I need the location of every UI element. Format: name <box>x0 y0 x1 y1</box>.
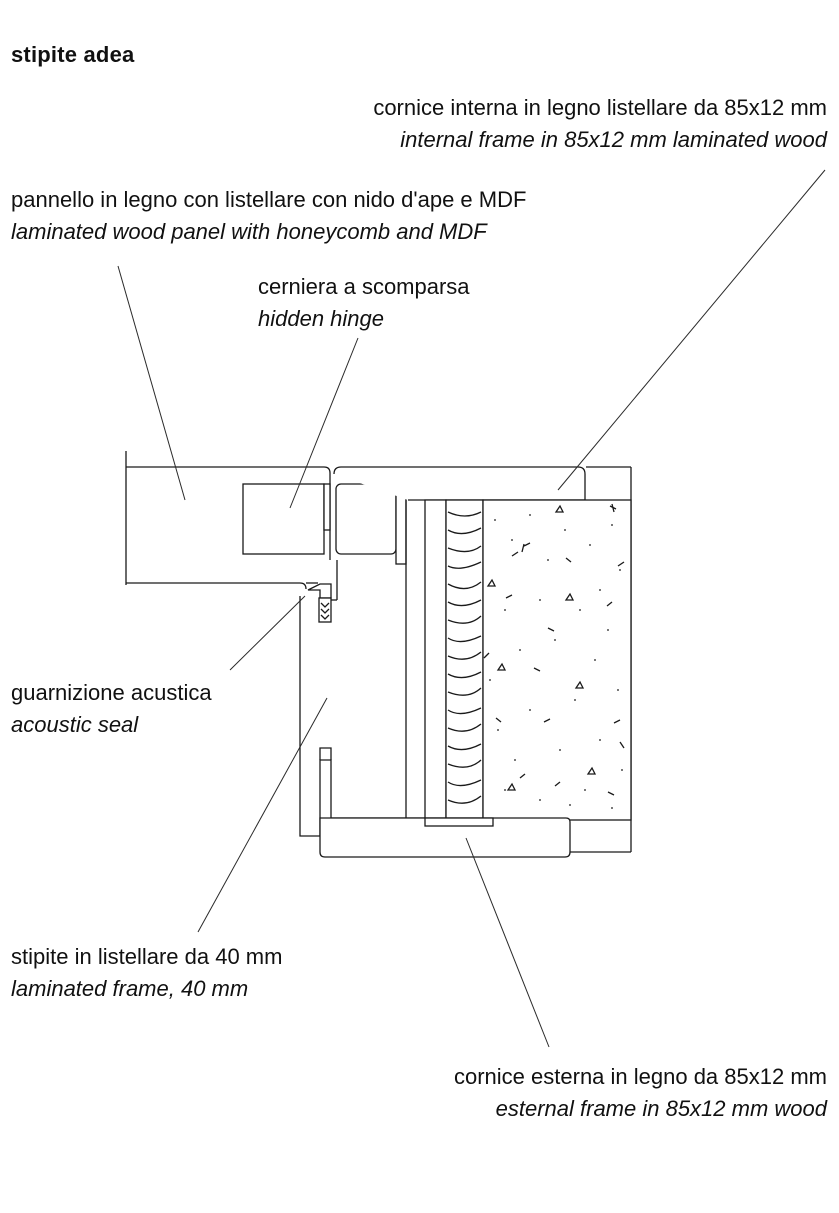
leader-internal-frame <box>557 169 826 491</box>
acoustic-seal <box>307 583 332 623</box>
hidden-hinge <box>242 481 407 565</box>
label-hinge-it: cerniera a scomparsa <box>258 274 470 299</box>
wood-grain <box>445 499 484 821</box>
page-title: stipite adea <box>11 42 135 67</box>
label-seal-it: guarnizione acustica <box>11 680 212 705</box>
external-frame <box>319 817 631 858</box>
label-panel: pannello in legno con listellare con nid… <box>11 184 526 248</box>
label-panel-en: laminated wood panel with honeycomb and … <box>11 219 487 244</box>
concrete-wall <box>482 499 632 821</box>
label-internal-frame-it: cornice interna in legno listellare da 8… <box>373 95 827 120</box>
label-internal-frame: cornice interna in legno listellare da 8… <box>373 92 827 156</box>
label-external-frame: cornice esterna in legno da 85x12 mm est… <box>454 1061 827 1125</box>
leader-seal <box>229 595 306 671</box>
label-seal-en: acoustic seal <box>11 712 139 737</box>
leader-panel <box>117 265 186 501</box>
label-frame: stipite in listellare da 40 mm laminated… <box>11 941 282 1005</box>
label-panel-it: pannello in legno con listellare con nid… <box>11 187 527 212</box>
label-internal-frame-en: internal frame in 85x12 mm laminated woo… <box>400 127 827 152</box>
label-seal: guarnizione acustica acoustic seal <box>11 677 212 741</box>
label-frame-en: laminated frame, 40 mm <box>11 976 249 1001</box>
laminated-frame <box>299 499 447 837</box>
leader-hinge <box>289 337 359 509</box>
label-external-frame-en: esternal frame in 85x12 mm wood <box>495 1096 827 1121</box>
label-external-frame-it: cornice esterna in legno da 85x12 mm <box>454 1064 827 1089</box>
label-frame-it: stipite in listellare da 40 mm <box>11 944 283 969</box>
leader-frame <box>197 697 328 933</box>
label-hinge: cerniera a scomparsa hidden hinge <box>258 271 470 335</box>
door-panel <box>125 451 331 590</box>
leader-lines <box>117 169 826 1048</box>
label-hinge-en: hidden hinge <box>258 306 385 331</box>
leader-external-frame <box>465 837 550 1048</box>
